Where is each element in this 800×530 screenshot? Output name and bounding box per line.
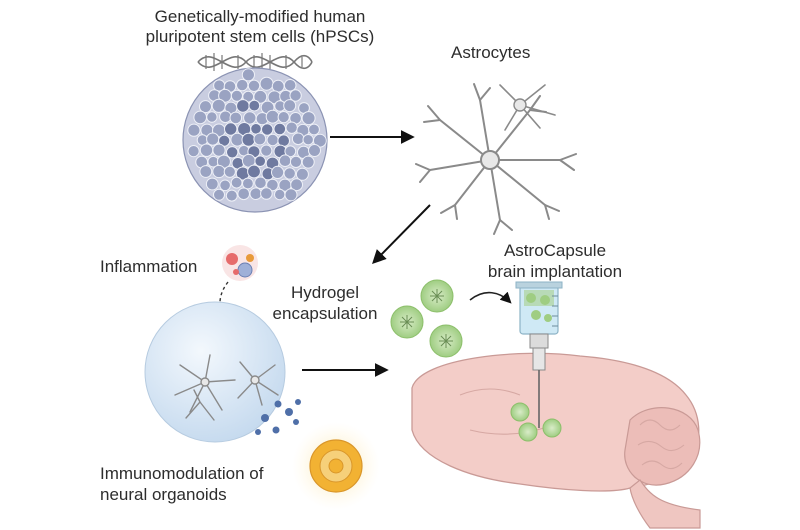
hpsc-cell <box>205 177 219 191</box>
brain-icon <box>411 352 701 529</box>
hpsc-cell <box>261 123 274 136</box>
dna-icon <box>197 53 313 71</box>
hpsc-cell <box>213 188 225 201</box>
hpsc-cell <box>230 176 243 189</box>
hpsc-cell <box>289 89 302 102</box>
hpsc-cell <box>302 134 314 146</box>
astrocytes-label: Astrocytes <box>451 43 531 62</box>
hpsc-cell <box>199 143 214 157</box>
hpsc-cell <box>219 179 231 192</box>
astrocapsule-label-line2: brain implantation <box>487 262 623 281</box>
hpsc-cell <box>250 123 262 135</box>
hpsc-cell <box>187 123 201 137</box>
hydrogel-label-line1: Hydrogel <box>290 283 360 302</box>
hpsc-cell <box>284 145 297 158</box>
hpsc-cell <box>229 111 243 125</box>
hpsc-cell <box>301 111 316 126</box>
hpsc-cell <box>308 144 321 157</box>
hpsc-cell <box>241 68 255 82</box>
hpsc-cell <box>206 132 220 146</box>
hpsc-cell <box>249 187 263 200</box>
hpsc-cell <box>274 188 286 201</box>
hpsc-cell <box>206 111 218 123</box>
hpsc-cell <box>226 146 239 159</box>
hpsc-cell <box>266 133 279 147</box>
hpsc-cell <box>187 145 200 158</box>
arrow-astrocytes-to-hydrogel <box>372 204 431 264</box>
hpsc-cell <box>225 189 238 202</box>
hpsc-cell <box>259 76 274 91</box>
hpsc-cell <box>301 155 315 169</box>
hpsc-cell <box>248 99 261 112</box>
hpsc-cell <box>247 164 261 179</box>
arrow-capsules-to-syringe <box>469 291 512 304</box>
syringe-icon <box>515 281 563 428</box>
hpsc-label-line1: Genetically-modified human <box>154 7 366 26</box>
hpsc-cell <box>247 79 261 93</box>
hpsc-cell <box>265 109 280 124</box>
hpsc-cell <box>283 79 297 92</box>
hpsc-cell <box>253 132 267 146</box>
inflammation-cells-icon <box>222 245 258 281</box>
hpsc-cell <box>278 154 292 167</box>
immunomodulated-organoid-icon <box>292 422 380 510</box>
hpsc-cell <box>199 165 213 178</box>
hydrogel-capsule-icon <box>390 279 463 358</box>
hpsc-cell <box>253 89 268 104</box>
immunomodulation-label-line1: Immunomodulation of <box>100 464 264 483</box>
hpsc-cluster-icon <box>182 67 328 213</box>
hpsc-cell <box>271 79 285 93</box>
hpsc-cell <box>211 98 226 113</box>
hpsc-cell <box>236 78 249 92</box>
hpsc-cell <box>284 188 298 202</box>
hpsc-cell <box>193 110 207 125</box>
hpsc-cell <box>241 132 256 147</box>
hpsc-cell <box>277 111 290 124</box>
hpsc-cell <box>237 187 250 201</box>
hpsc-cell <box>283 167 296 180</box>
capsule-astrocyte-mark <box>439 334 453 348</box>
hpsc-cell <box>254 155 267 167</box>
inflammation-label: Inflammation <box>100 257 198 276</box>
hpsc-cell <box>295 167 309 181</box>
immunomodulation-label-line2: neural organoids <box>100 485 227 504</box>
capsule-astrocyte-mark <box>430 289 444 303</box>
hpsc-cell <box>236 99 250 113</box>
astrocapsule-label-line1: AstroCapsule <box>503 241 607 260</box>
hpsc-cell <box>254 176 267 190</box>
hpsc-cell <box>290 178 304 192</box>
hpsc-cell <box>271 165 285 179</box>
hpsc-cell <box>242 177 254 190</box>
secreted-factors-icon <box>255 399 301 435</box>
hpsc-cell <box>219 110 232 124</box>
hpsc-cell <box>283 99 297 113</box>
hpsc-cell <box>266 178 279 192</box>
hpsc-cell <box>289 155 303 168</box>
hpsc-label-line2: pluripotent stem cells (hPSCs) <box>145 27 375 46</box>
hpsc-cell <box>308 123 320 136</box>
hpsc-cell <box>212 143 226 157</box>
hydrogel-label-line2: encapsulation <box>272 304 378 323</box>
hpsc-cell <box>285 121 298 134</box>
hpsc-cell <box>260 144 273 157</box>
capsule-astrocyte-mark <box>400 315 414 329</box>
astrocyte-icon <box>415 83 577 235</box>
hpsc-cell <box>199 100 212 114</box>
hpsc-cell <box>212 164 226 179</box>
hpsc-cell <box>224 122 238 136</box>
hpsc-cell <box>260 187 273 200</box>
hpsc-cell <box>273 122 287 136</box>
hpsc-cell <box>291 132 305 146</box>
neural-organoid-icon <box>144 301 286 443</box>
hpsc-cell <box>223 165 236 178</box>
